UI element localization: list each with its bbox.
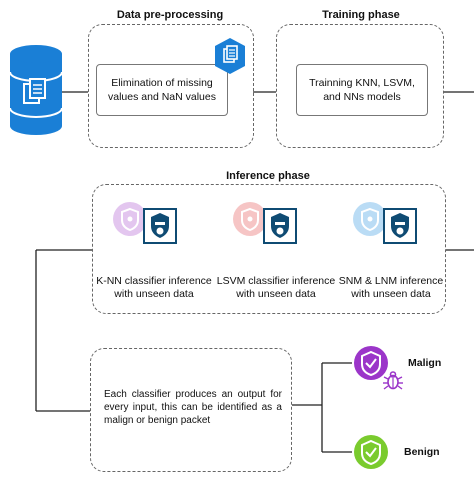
knn-classifier-icon xyxy=(110,200,180,246)
benign-label: Benign xyxy=(404,446,440,458)
training-panel xyxy=(276,24,444,148)
benign-shield-icon xyxy=(352,432,392,472)
malign-shield-icon xyxy=(352,344,402,392)
malign-label: Malign xyxy=(408,357,442,369)
training-title: Training phase xyxy=(322,9,400,21)
nn-classifier-icon xyxy=(350,200,420,246)
knn-classifier-label: K-NN classifier inference with unseen da… xyxy=(96,275,212,300)
output-note-panel xyxy=(90,348,292,472)
output-note-text: Each classifier produces an output for e… xyxy=(104,389,282,426)
bug-icon xyxy=(382,370,404,392)
lsvm-classifier-label: LSVM classifier inference with unseen da… xyxy=(216,275,336,300)
preprocessing-box: Elimination of missing values and NaN va… xyxy=(96,64,228,116)
document-hexagon-icon xyxy=(214,38,246,74)
preprocessing-title: Data pre-processing xyxy=(116,9,224,21)
inference-title: Inference phase xyxy=(226,170,310,182)
nn-classifier-label: SNM & LNM inference with unseen data xyxy=(338,275,444,300)
lsvm-classifier-icon xyxy=(230,200,300,246)
database-icon xyxy=(8,42,64,138)
training-box: Trainning KNN, LSVM, and NNs models xyxy=(296,64,428,116)
preprocessing-panel xyxy=(88,24,254,148)
inference-panel xyxy=(92,184,446,314)
